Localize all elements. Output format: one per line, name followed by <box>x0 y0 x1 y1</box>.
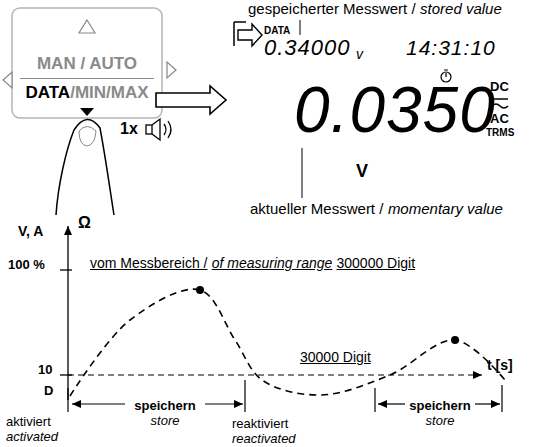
key-label: MAN / AUTO <box>37 54 137 73</box>
label: speichern <box>134 398 195 413</box>
finger <box>56 119 114 215</box>
label-line: 10 <box>38 360 52 378</box>
label: reactivated <box>232 431 296 446</box>
clock: 14:31:10 <box>406 37 496 58</box>
key-button: MAN / AUTO DATA/MIN/MAX <box>20 52 154 105</box>
label-line: 1x <box>120 120 138 138</box>
label-line: speichern <box>409 396 470 414</box>
label: store <box>151 413 180 428</box>
label: gespeicherter Messwert / <box>248 0 416 17</box>
stored-value: 0.34000 <box>264 37 351 59</box>
momentary-value: 0.0350 <box>294 78 496 142</box>
key-row: MAN / AUTO <box>20 52 154 79</box>
key-row: DATA/MIN/MAX <box>20 79 154 105</box>
label: Ω <box>78 214 91 231</box>
label: stored value <box>420 0 502 17</box>
label-line: gespeicherter Messwert /stored value <box>248 0 502 18</box>
lcd-flag: DATA <box>264 26 290 36</box>
label: momentary value <box>388 200 503 217</box>
mode-flag: AC <box>490 112 509 125</box>
label: V, A <box>18 223 43 239</box>
label-line: t [s] <box>487 356 513 374</box>
label-line: reactivated <box>232 429 296 447</box>
label: store <box>426 413 455 428</box>
label-line: vom Messbereich / of measuring range30000… <box>90 254 415 272</box>
chart <box>60 226 505 412</box>
keypad <box>3 8 176 118</box>
label: 30000 Digit <box>300 349 371 365</box>
label: activated <box>6 429 58 444</box>
label-line: store <box>426 411 455 429</box>
beep-symbol <box>146 119 171 140</box>
label: 100 % <box>8 257 45 272</box>
unit: v <box>356 47 364 61</box>
label: of measuring range <box>212 255 333 271</box>
label-line: 100 % <box>8 255 45 273</box>
key-label: /MIN/MAX <box>70 83 148 102</box>
label-line: speichern <box>134 396 195 414</box>
label-line: activated <box>6 427 58 445</box>
mode-flag: TRMS <box>486 128 514 138</box>
block-arrow <box>156 86 226 114</box>
label: aktiviert <box>6 414 51 429</box>
label-line: reaktiviert <box>232 414 288 432</box>
label-line: aktueller Messwert / momentary value <box>250 200 503 218</box>
key-label: DATA <box>25 83 70 102</box>
label: reaktiviert <box>232 416 288 431</box>
label-line: aktiviert <box>6 412 51 430</box>
label-line: 30000 Digit <box>300 348 371 366</box>
label: 10 <box>38 362 52 377</box>
label: vom Messbereich / <box>90 255 207 271</box>
mode-flag: DC <box>490 80 509 93</box>
label-line: D <box>44 381 53 399</box>
label-line: V, A <box>18 222 43 240</box>
label: speichern <box>409 398 470 413</box>
label-line: store <box>151 411 180 429</box>
unit: V <box>356 162 368 180</box>
lcd-display: DATA0.34000 v 14:31:10 0.0350V DC AC TRMS <box>228 20 530 190</box>
label: t [s] <box>487 357 513 373</box>
label: 300000 Digit <box>337 255 416 271</box>
label: D <box>44 383 53 398</box>
label: 1x <box>120 120 138 137</box>
label-line: Ω <box>78 214 91 232</box>
label: aktueller Messwert / <box>250 200 383 217</box>
